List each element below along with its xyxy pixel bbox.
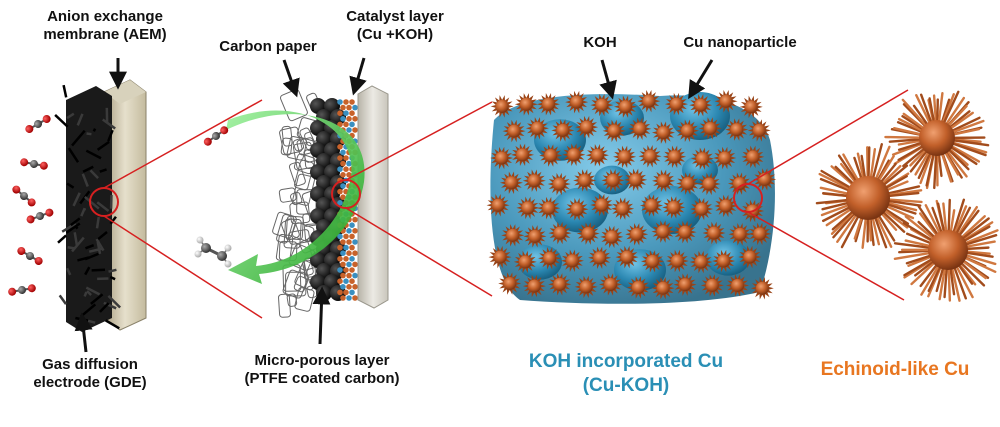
co2-molecule [8, 284, 37, 297]
molecules-middle [195, 125, 232, 268]
co2-molecule [25, 207, 54, 224]
co2-molecule [16, 246, 44, 267]
label-gde-line2: electrode (GDE) [20, 374, 160, 392]
label-aem-line1: Anion exchange [20, 8, 190, 26]
label-aem: Anion exchange membrane (AEM) [20, 8, 190, 44]
membrane-slab [358, 86, 388, 308]
label-gde: Gas diffusion electrode (GDE) [20, 356, 160, 392]
co2-molecule [20, 158, 49, 171]
echinoid-cu-particle [817, 144, 922, 248]
label-catalyst-line1: Catalyst layer [330, 8, 460, 26]
label-catalyst-line2: (Cu +KOH) [330, 26, 460, 44]
co2-molecule [24, 114, 52, 135]
label-cu-koh-line1: KOH incorporated Cu [506, 350, 746, 374]
arrow-koh [602, 60, 612, 96]
label-mpl-line1: Micro-porous layer [232, 352, 412, 370]
ethylene-molecule [195, 237, 232, 268]
label-echinoid-cu: Echinoid-like Cu [800, 358, 990, 382]
label-cu-koh-line2: (Cu-KOH) [506, 374, 746, 398]
label-mpl: Micro-porous layer (PTFE coated carbon) [232, 352, 412, 388]
arrow-mpl [320, 290, 322, 344]
arrow-cu-nanoparticle [690, 60, 712, 96]
arrow-catalyst [354, 58, 364, 92]
label-carbon-paper: Carbon paper [208, 38, 328, 56]
echinoid-cu-particles [817, 92, 998, 301]
label-cu-koh: KOH incorporated Cu (Cu-KOH) [506, 350, 746, 398]
label-koh: KOH [570, 34, 630, 52]
echinoid-cu-particle [885, 92, 988, 188]
label-mpl-line2: (PTFE coated carbon) [232, 370, 412, 388]
co2-molecule [11, 184, 38, 208]
label-catalyst-layer: Catalyst layer (Cu +KOH) [330, 8, 460, 44]
arrow-carbon-paper [284, 60, 296, 94]
label-gde-line1: Gas diffusion [20, 356, 160, 374]
co2-molecules-left [8, 114, 55, 297]
label-aem-line2: membrane (AEM) [20, 26, 190, 44]
co2-molecule [202, 125, 230, 148]
echinoid-cu-particle [895, 200, 997, 301]
gas-diffusion-electrode [55, 85, 120, 332]
label-cu-nanoparticle: Cu nanoparticle [670, 34, 810, 52]
